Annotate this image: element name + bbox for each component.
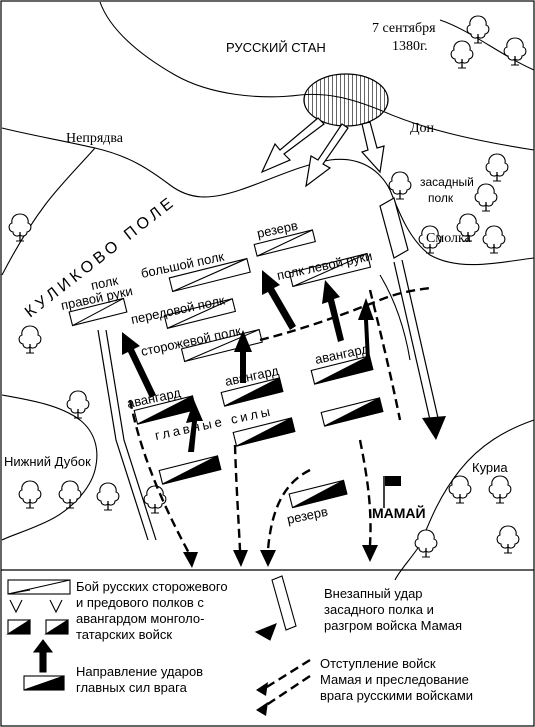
- mongol-vanguard-3: [310, 355, 374, 385]
- river-smolka: [239, 158, 535, 266]
- river-smolka-label: Смолка: [426, 231, 472, 246]
- legend-item3-line2: засадного полка и: [324, 602, 434, 617]
- regiment-big: [168, 257, 251, 293]
- advance-arrow-2: [305, 123, 349, 188]
- stream-east: [379, 274, 411, 361]
- mongol-main-3: [320, 397, 384, 427]
- right-hand-label-1: полк: [90, 273, 120, 293]
- ambush-label-2: полк: [428, 191, 454, 205]
- river-west-lower: [1, 394, 98, 541]
- ambush-arrowhead: [422, 416, 446, 440]
- legend-item1-line1: Бой русских сторожевого: [76, 579, 228, 594]
- river-don-label: Дон: [410, 121, 435, 136]
- river-nepryadva: [1, 127, 241, 198]
- legend-item1-line2: и предового полков с: [76, 595, 204, 610]
- legend-item1-line4: татарских войск: [76, 627, 172, 642]
- legend-item1-line3: авангардом монголо-: [76, 611, 204, 626]
- village-label: Нижний Дубок: [4, 454, 91, 469]
- mongol-main-1: [158, 455, 222, 485]
- retreat-arrows: [128, 286, 431, 556]
- legend-item2-symbol: [23, 639, 65, 691]
- date-line2: 1380г.: [392, 39, 428, 54]
- regiment-left: [288, 252, 372, 288]
- mongol-vanguard-2: [220, 377, 284, 407]
- mongol-main-2: [232, 417, 296, 447]
- regiment-right: [68, 297, 128, 327]
- legend-item4-line1: Отступление войск: [320, 656, 436, 671]
- river-lines: [1, 1, 535, 581]
- mongol-units: [133, 355, 384, 509]
- date-line1: 7 сентября: [372, 21, 436, 36]
- enemy-strike-arrows: [122, 270, 374, 452]
- ambush-regiment-marker: [379, 197, 409, 259]
- river-kuria: [394, 419, 535, 581]
- ambush-strike-arrows: [97, 259, 439, 541]
- advance-arrow-3: [360, 121, 385, 174]
- river-kuria-label: Куриа: [472, 460, 508, 475]
- ambush-label-1: засадный: [420, 175, 474, 189]
- field-edge-west: [1, 147, 96, 276]
- legend: Бой русских сторожевого и предового полк…: [6, 575, 473, 716]
- legend-item3-symbol: [254, 575, 297, 641]
- legend-item2-line1: Направление ударов: [76, 664, 203, 679]
- legend-item1-symbol: [6, 579, 71, 635]
- legend-item4-line2: Мамая и преследование: [320, 672, 469, 687]
- legend-item4-line3: врага русскими войсками: [320, 688, 473, 703]
- legend-item3-line1: Внезапный удар: [324, 586, 423, 601]
- regiment-reserve: [253, 229, 316, 257]
- legend-item3-line3: разгром войска Мамая: [324, 618, 462, 633]
- mamai-label: МАМАЙ: [372, 504, 426, 521]
- russian-camp-label: РУССКИЙ СТАН: [226, 40, 326, 55]
- retreat-arrowheads: [183, 545, 378, 568]
- river-northeast: [439, 19, 535, 71]
- regiment-forward: [163, 298, 237, 329]
- russian-camp-marker: [303, 73, 389, 127]
- river-nepryadva-label: Непрядва: [66, 131, 124, 146]
- mamai-flag-icon: [383, 476, 401, 508]
- legend-item4-symbol: [256, 658, 311, 716]
- mongol-vanguard-1: [133, 395, 197, 425]
- advance-arrow-1: [260, 117, 325, 174]
- advance-arrows: [260, 117, 385, 188]
- river-don-north: [99, 1, 535, 151]
- mongol-reserve: [288, 479, 348, 509]
- legend-item2-line2: главных сил врага: [76, 680, 188, 695]
